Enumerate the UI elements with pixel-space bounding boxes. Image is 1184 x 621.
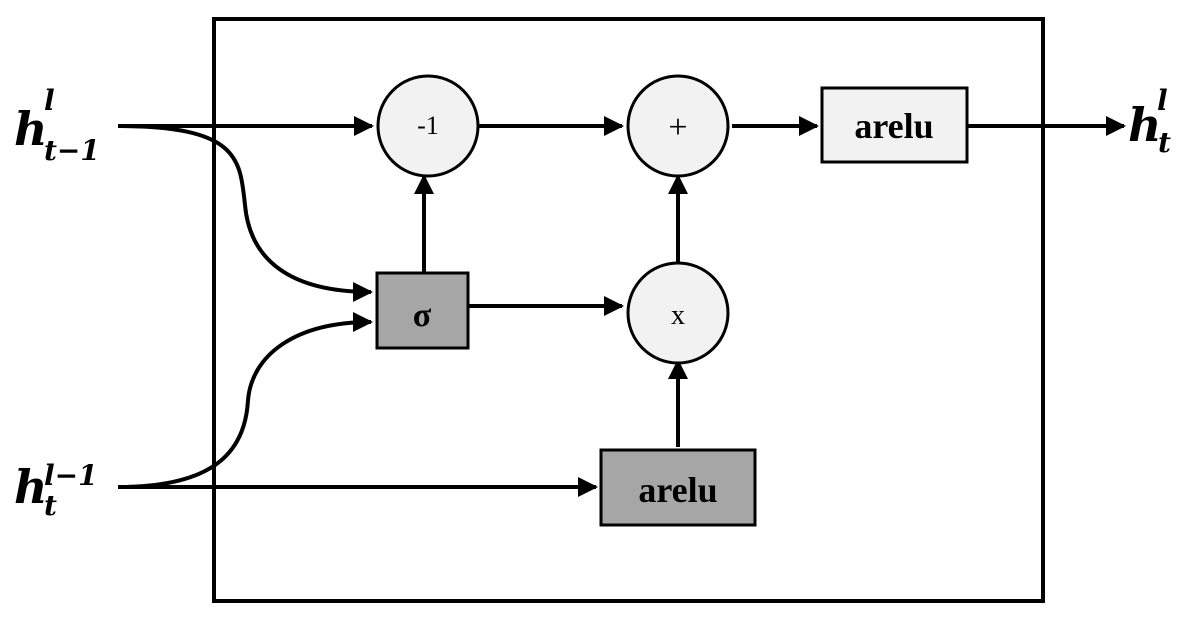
- h-prev-layer-subscript: t: [44, 489, 57, 522]
- output-subscript: t: [1158, 126, 1171, 159]
- wire-hlayer-to-sigma: [117, 312, 373, 489]
- neg-one-label: -1: [417, 111, 439, 140]
- node-multiply: x: [626, 261, 730, 365]
- wire-hprev-to-sigma: [117, 124, 373, 302]
- input-label-h-prev-layer: h l−1 t: [14, 459, 98, 522]
- cell-frame: [212, 17, 1045, 603]
- h-prev-time-superscript: l: [44, 84, 55, 117]
- arelu-bottom-label: arelu: [638, 470, 717, 510]
- node-sigma: σ: [375, 271, 470, 350]
- h-prev-layer-superscript: l−1: [44, 459, 98, 492]
- multiply-label: x: [671, 300, 685, 331]
- input-label-h-prev-time: h l t−1: [14, 84, 100, 167]
- sigma-label: σ: [413, 297, 432, 334]
- output-label-h: h l t: [1128, 84, 1171, 159]
- output-base: h: [1128, 98, 1161, 152]
- arelu-top-label: arelu: [854, 106, 933, 146]
- node-arelu-bottom: arelu: [599, 448, 757, 527]
- h-prev-time-subscript: t−1: [44, 134, 100, 167]
- node-plus: +: [626, 74, 730, 178]
- output-superscript: l: [1157, 84, 1168, 117]
- h-prev-layer-base: h: [14, 460, 47, 514]
- node-arelu-top: arelu: [820, 86, 969, 164]
- connections: [117, 116, 1126, 497]
- h-prev-time-base: h: [14, 102, 47, 156]
- node-neg-one: -1: [376, 74, 480, 178]
- plus-label: +: [668, 109, 687, 146]
